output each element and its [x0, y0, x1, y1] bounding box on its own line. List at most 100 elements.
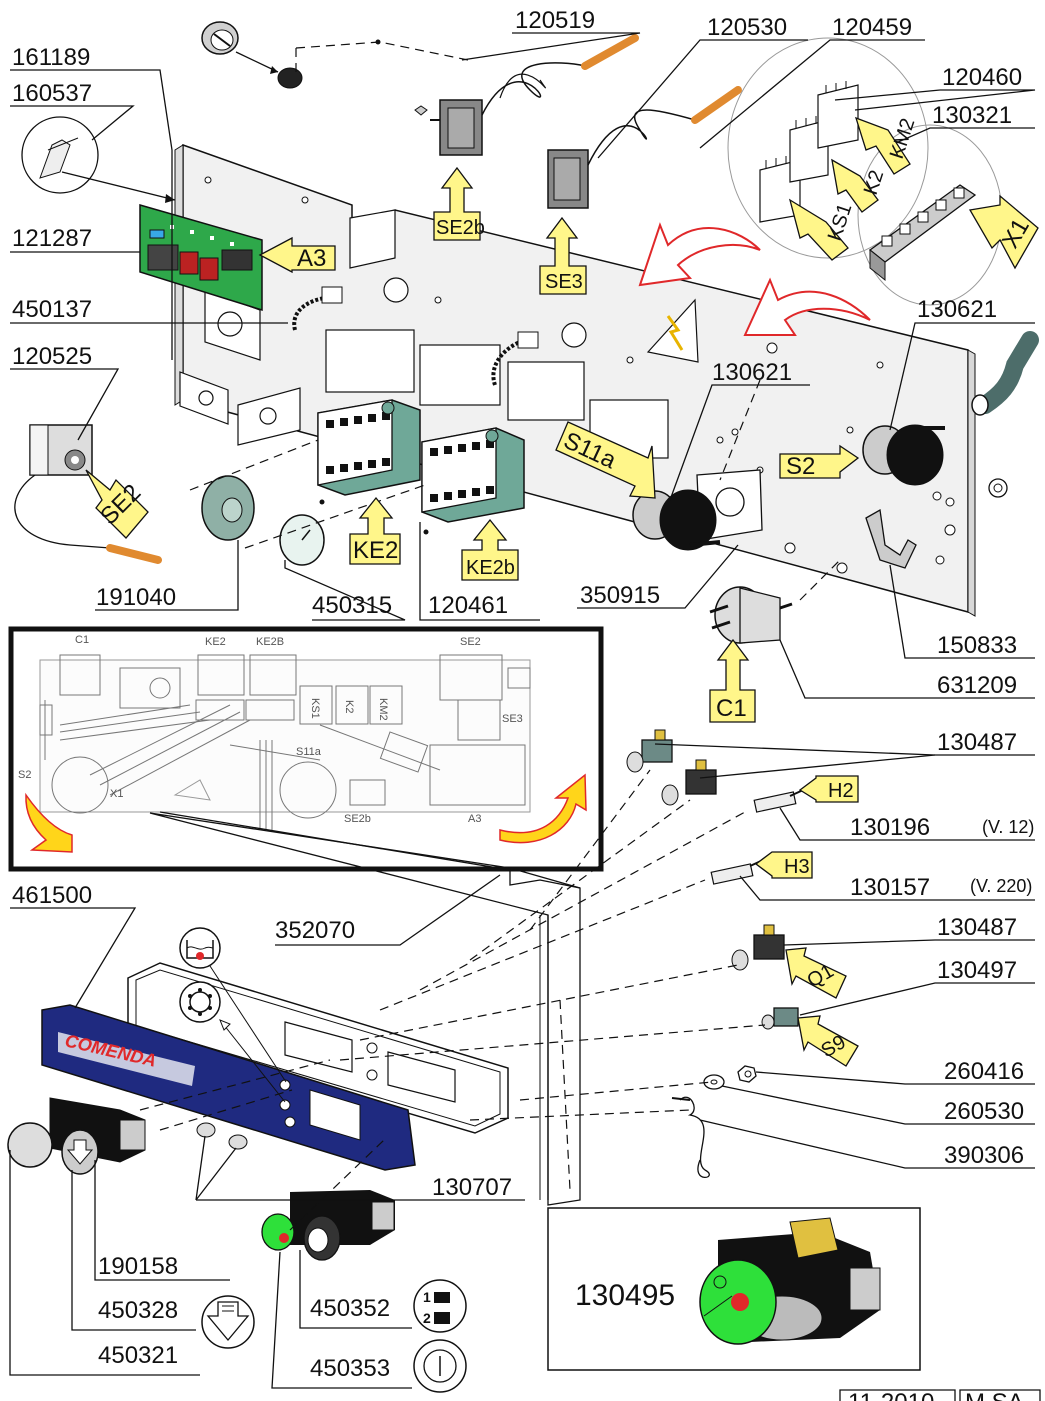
- label-352070: 352070: [275, 917, 355, 944]
- svg-text:SE3: SE3: [545, 271, 583, 293]
- gauge-450315: [279, 514, 325, 566]
- label-350915: 350915: [580, 582, 660, 609]
- inset-label-X1: X1: [110, 788, 123, 800]
- svg-text:A3: A3: [297, 245, 326, 272]
- wash-cycle-icon: [179, 981, 221, 1023]
- label-450137: 450137: [12, 296, 92, 323]
- earth-wire: [671, 1096, 710, 1178]
- label-120461: 120461: [428, 592, 508, 619]
- inset-label-KS1: KS1: [309, 698, 321, 719]
- label-160537: 160537: [12, 80, 92, 107]
- tag-Q1: Q1: [785, 947, 847, 999]
- screws: [196, 1122, 248, 1150]
- footer-date: 11-2010: [848, 1389, 934, 1401]
- footer-author: M.SA.: [965, 1389, 1030, 1401]
- label-130497: 130497: [937, 957, 1017, 984]
- label-120460: 120460: [942, 64, 1022, 91]
- detail-box-130495: [547, 1207, 921, 1371]
- tag-S2: S2: [779, 444, 860, 480]
- label-120525: 120525: [12, 343, 92, 370]
- label-130196: 130196: [850, 814, 930, 841]
- contactor-KE2: [317, 399, 421, 496]
- svg-text:H3: H3: [784, 856, 810, 878]
- label-130707: 130707: [432, 1174, 512, 1201]
- label-450315: 450315: [312, 592, 392, 619]
- svg-text:KM2: KM2: [886, 116, 920, 162]
- rotary-knob-190158: [7, 1097, 146, 1175]
- svg-text:KE2b: KE2b: [466, 557, 515, 579]
- thermostat-SE3: [547, 86, 742, 209]
- label-390306: 390306: [944, 1142, 1024, 1169]
- illuminated-switch-130707: [261, 1190, 395, 1261]
- tag-KE2b: KE2b: [461, 518, 519, 581]
- electronic-board-A3: [139, 204, 263, 312]
- tag-SE3: SE3: [539, 216, 587, 295]
- assembly-lines: [139, 379, 841, 1231]
- rotary-switch-S2: [862, 424, 945, 486]
- terminal-block: [857, 124, 1003, 306]
- tag-X1: X1: [968, 194, 1039, 270]
- rocker-switch-Q1: [731, 924, 785, 971]
- label-631209: 631209: [937, 672, 1017, 699]
- label-v220: (V. 220): [970, 876, 1032, 896]
- inset-label-A3: A3: [468, 813, 481, 825]
- tag-KM2: KM2: [854, 116, 920, 175]
- tag-KE2: KE2: [349, 496, 401, 565]
- hose: [976, 331, 1039, 414]
- tag-C1: C1: [709, 638, 756, 723]
- inset-label-SE2b: SE2b: [344, 813, 371, 825]
- power-on-icon: [413, 1339, 467, 1393]
- svg-text:KS1: KS1: [824, 201, 857, 244]
- label-450328: 450328: [98, 1297, 178, 1324]
- tag-SE2: SE2: [85, 469, 149, 539]
- inset-label-SE3: SE3: [502, 713, 523, 725]
- tag-H3: H3: [754, 851, 813, 879]
- label-450321: 450321: [98, 1342, 178, 1369]
- label-190158: 190158: [98, 1253, 178, 1280]
- contactor-KE2b: [421, 427, 525, 523]
- inset-label-KE2: KE2: [205, 636, 226, 648]
- push-switch-S9: [761, 1007, 799, 1030]
- tag-S9: S9: [797, 1015, 859, 1067]
- label-120519: 120519: [515, 7, 595, 34]
- inset-arrow-left: [25, 792, 73, 853]
- inset-label-C1: C1: [75, 634, 89, 646]
- inset-label-S11a: S11a: [296, 746, 322, 758]
- tag-A3: A3: [258, 236, 336, 274]
- mounting-plate: [174, 143, 976, 617]
- svg-text:H2: H2: [828, 780, 854, 802]
- cable-clamp: [865, 508, 917, 569]
- cap-knob: [201, 21, 303, 89]
- label-130487-a: 130487: [937, 729, 1017, 756]
- tag-KS1: KS1: [788, 198, 857, 261]
- relay-sockets: [727, 37, 929, 259]
- label-150833: 150833: [937, 632, 1017, 659]
- label-450353: 450353: [310, 1355, 390, 1382]
- rocker-switch-130487-b: [661, 759, 717, 806]
- plastic-clip: [21, 116, 99, 194]
- label-260530: 260530: [944, 1098, 1024, 1125]
- rocker-switch-130487-a: [626, 729, 673, 773]
- label-120459: 120459: [832, 14, 912, 41]
- label-130495: 130495: [575, 1279, 675, 1312]
- water-level-icon: [179, 927, 221, 969]
- svg-text:SE2b: SE2b: [436, 217, 485, 239]
- inset-label-KM2: KM2: [377, 698, 389, 721]
- rotation-arrows: [638, 222, 871, 336]
- part-labels: 120519 120530 120459 161189 160537 12046…: [12, 7, 1034, 1382]
- svg-text:2: 2: [423, 1310, 431, 1326]
- svg-text:S2: S2: [786, 453, 815, 480]
- rotary-switch-S11a: [632, 489, 721, 551]
- leader-lines: [9, 32, 1036, 1389]
- label-120530: 120530: [707, 14, 787, 41]
- buzzer-191040: [201, 475, 255, 541]
- label-130487-b: 130487: [937, 914, 1017, 941]
- inset-arrow-right: [499, 773, 587, 844]
- inset-label-SE2: SE2: [460, 636, 481, 648]
- tag-H2: H2: [798, 775, 859, 803]
- front-panel-352070: [149, 811, 581, 1206]
- drain-arrow-icon: [201, 1295, 255, 1349]
- nut-washer: [703, 1065, 757, 1090]
- label-130321: 130321: [932, 102, 1012, 129]
